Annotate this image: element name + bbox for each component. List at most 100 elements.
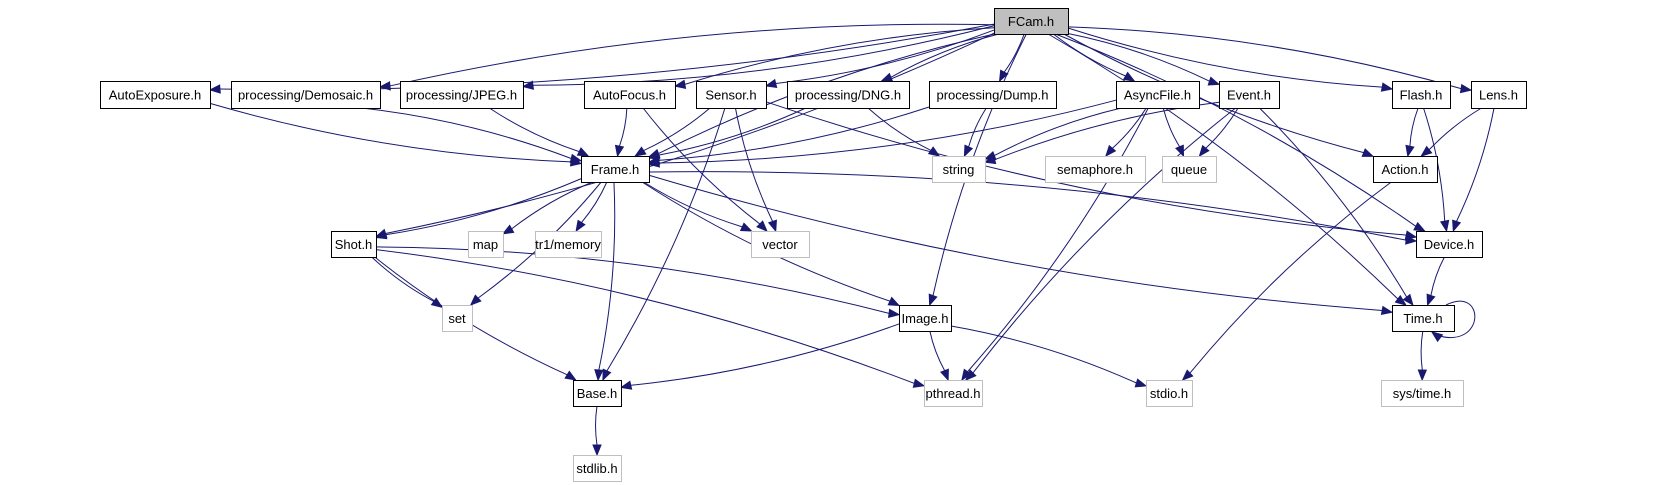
edge-shot-to-pthread [375, 249, 926, 388]
arrowhead [1198, 144, 1210, 158]
node-box [1162, 156, 1217, 183]
node-box [1116, 81, 1200, 109]
edge-line [1428, 107, 1482, 151]
edge-fcam-to-jpeg [521, 25, 995, 90]
edge-line [734, 107, 774, 222]
node-box [535, 231, 602, 258]
node-box [584, 81, 676, 109]
edge-line [967, 107, 1149, 373]
node-label: Sensor.h [705, 88, 756, 103]
edge-shot-to-image [375, 246, 901, 318]
node-sensor[interactable]: Sensor.h [696, 81, 767, 109]
arrowhead [998, 69, 1009, 83]
node-frame[interactable]: Frame.h [581, 156, 650, 183]
edge-line [489, 107, 580, 153]
node-jpeg[interactable]: processing/JPEG.h [400, 81, 524, 109]
arrowhead [594, 369, 604, 382]
edge-fcam-to-shot [374, 32, 995, 238]
node-autofocus[interactable]: AutoFocus.h [584, 81, 676, 109]
arrowhead [1417, 369, 1428, 382]
node-box [696, 81, 767, 109]
node-pthread: pthread.h [924, 380, 983, 407]
edge-line [1455, 107, 1495, 222]
node-label: vector [762, 237, 798, 252]
edge-image-to-base [619, 323, 900, 390]
edge-dump-to-string [963, 107, 987, 158]
node-box [994, 8, 1069, 35]
edge-flash-to-action [1405, 107, 1419, 158]
node-base[interactable]: Base.h [573, 380, 622, 407]
arrowhead [1380, 305, 1394, 316]
edge-line [385, 178, 582, 236]
node-shot[interactable]: Shot.h [331, 231, 377, 258]
node-box [924, 380, 983, 407]
arrowhead [1452, 219, 1462, 233]
arrowhead [1459, 83, 1473, 94]
node-demosaic[interactable]: processing/Demosaic.h [231, 81, 381, 109]
node-label: set [448, 311, 466, 326]
edge-autofocus-to-vector [642, 107, 768, 232]
arrowhead [767, 219, 777, 233]
node-systime: sys/time.h [1381, 380, 1464, 407]
arrowhead [634, 146, 647, 157]
edge-device-to-time [1426, 256, 1445, 307]
node-label: stdlib.h [576, 461, 617, 476]
node-label: Event.h [1227, 88, 1271, 103]
edge-frame-to-map [501, 181, 593, 235]
edge-demosaic-to-frame [361, 107, 583, 163]
arrowhead [1413, 221, 1426, 232]
node-dump[interactable]: processing/Dump.h [929, 81, 1057, 109]
edge-frame-to-device [648, 171, 1418, 245]
node-box [932, 156, 986, 183]
node-event[interactable]: Event.h [1219, 81, 1280, 109]
edge-line [361, 107, 572, 159]
edge-line [658, 107, 806, 156]
edge-line [950, 325, 1137, 384]
node-stdio: stdio.h [1146, 380, 1193, 407]
edge-event-to-pthread [964, 107, 1236, 381]
arrowhead [564, 370, 577, 381]
node-time[interactable]: Time.h [1392, 305, 1455, 332]
node-queue: queue [1162, 156, 1217, 183]
node-action[interactable]: Action.h [1373, 156, 1438, 183]
node-label: Image.h [902, 311, 949, 326]
edge-dng-to-frame [647, 107, 806, 160]
edge-line [389, 23, 995, 87]
edges-layer [208, 23, 1495, 457]
node-image[interactable]: Image.h [899, 305, 952, 332]
edge-line [643, 181, 743, 228]
edge-line [1111, 107, 1147, 149]
arrowhead [887, 308, 901, 318]
node-box [1471, 81, 1527, 109]
arrowhead [575, 219, 586, 233]
edge-line [648, 171, 1407, 241]
node-label: processing/DNG.h [795, 88, 901, 103]
node-label: AutoFocus.h [593, 88, 666, 103]
node-map: map [468, 231, 504, 258]
node-lens[interactable]: Lens.h [1471, 81, 1527, 109]
node-device[interactable]: Device.h [1416, 231, 1483, 258]
node-label: Flash.h [1400, 88, 1443, 103]
edge-line [765, 101, 1407, 236]
edge-line [1409, 107, 1419, 147]
node-box [1416, 231, 1483, 258]
arrowhead [912, 378, 926, 388]
node-fcam[interactable]: FCam.h [994, 8, 1069, 35]
edge-line [1003, 33, 1025, 73]
node-asyncfile[interactable]: AsyncFile.h [1116, 81, 1200, 109]
node-label: Action.h [1382, 162, 1429, 177]
arrowhead [964, 369, 977, 381]
edge-line [630, 323, 900, 386]
edge-line [775, 29, 995, 85]
arrowhead [208, 84, 221, 94]
edge-line [1067, 26, 1462, 90]
node-box [787, 81, 910, 109]
edge-frame-to-memory [575, 181, 608, 233]
node-dng[interactable]: processing/DNG.h [787, 81, 910, 109]
node-autoexposure[interactable]: AutoExposure.h [100, 81, 211, 109]
node-flash[interactable]: Flash.h [1392, 81, 1451, 109]
arrowhead [1105, 144, 1117, 158]
edge-frame-to-base [594, 181, 616, 382]
edge-lens-to-device [1452, 107, 1495, 233]
